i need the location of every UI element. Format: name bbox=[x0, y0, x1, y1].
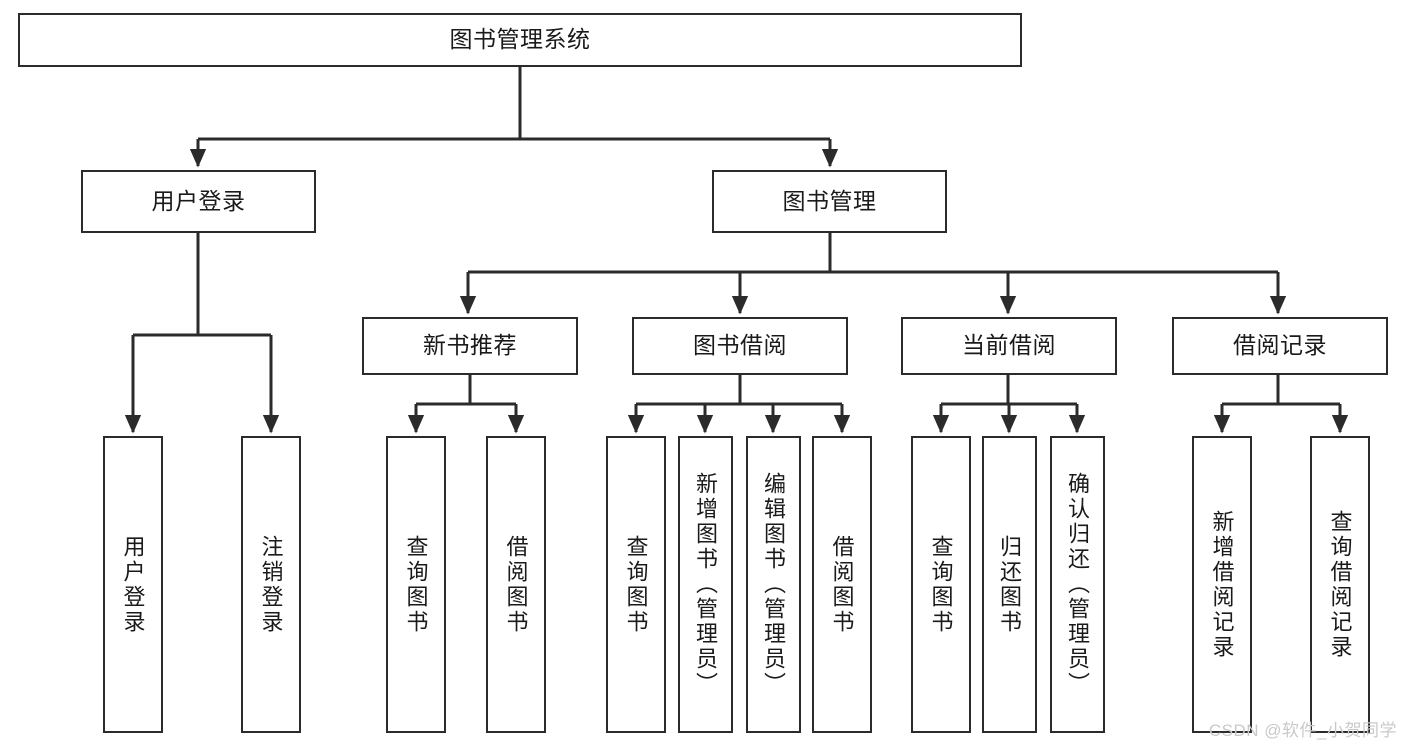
node-new-book-recommend[interactable]: 新书推荐 bbox=[362, 317, 578, 375]
node-label: 借阅图书 bbox=[503, 534, 529, 635]
leaf-new-book-query-book[interactable]: 查询图书 bbox=[386, 436, 446, 733]
node-label: 查询图书 bbox=[928, 534, 954, 635]
node-label: 借阅图书 bbox=[829, 534, 855, 635]
node-book-management[interactable]: 图书管理 bbox=[712, 170, 947, 233]
leaf-book-borrow-borrow-book[interactable]: 借阅图书 bbox=[812, 436, 872, 733]
leaf-user-login-login[interactable]: 用户登录 bbox=[103, 436, 163, 733]
node-label: 确认归还（管理员） bbox=[1065, 472, 1091, 697]
leaf-book-borrow-add-book[interactable]: 新增图书（管理员） bbox=[678, 436, 733, 733]
node-borrow-record[interactable]: 借阅记录 bbox=[1172, 317, 1388, 375]
leaf-book-borrow-query-book[interactable]: 查询图书 bbox=[606, 436, 666, 733]
leaf-current-borrow-query-book[interactable]: 查询图书 bbox=[911, 436, 971, 733]
node-label: 图书管理系统 bbox=[449, 26, 591, 53]
node-label: 借阅记录 bbox=[1233, 332, 1327, 359]
leaf-borrow-record-add-record[interactable]: 新增借阅记录 bbox=[1192, 436, 1252, 733]
leaf-user-login-logout[interactable]: 注销登录 bbox=[241, 436, 301, 733]
leaf-borrow-record-query-record[interactable]: 查询借阅记录 bbox=[1310, 436, 1370, 733]
node-label: 图书管理 bbox=[782, 187, 877, 214]
node-label: 查询图书 bbox=[403, 534, 429, 635]
leaf-current-borrow-return-book[interactable]: 归还图书 bbox=[982, 436, 1037, 733]
node-current-borrow[interactable]: 当前借阅 bbox=[901, 317, 1117, 375]
node-label: 用户登录 bbox=[151, 187, 246, 214]
node-label: 图书借阅 bbox=[693, 332, 787, 359]
leaf-current-borrow-confirm-return[interactable]: 确认归还（管理员） bbox=[1050, 436, 1105, 733]
node-label: 查询借阅记录 bbox=[1327, 509, 1353, 660]
node-label: 用户登录 bbox=[120, 534, 146, 635]
node-label: 编辑图书（管理员） bbox=[761, 472, 787, 697]
node-user-login[interactable]: 用户登录 bbox=[81, 170, 316, 233]
node-label: 新增借阅记录 bbox=[1209, 509, 1235, 660]
node-label: 注销登录 bbox=[258, 534, 284, 635]
node-label: 归还图书 bbox=[997, 534, 1023, 635]
leaf-new-book-borrow-book[interactable]: 借阅图书 bbox=[486, 436, 546, 733]
node-root-system[interactable]: 图书管理系统 bbox=[18, 13, 1022, 67]
node-label: 新书推荐 bbox=[423, 332, 517, 359]
node-label: 查询图书 bbox=[623, 534, 649, 635]
node-label: 新增图书（管理员） bbox=[693, 472, 719, 697]
node-label: 当前借阅 bbox=[962, 332, 1056, 359]
node-book-borrow[interactable]: 图书借阅 bbox=[632, 317, 848, 375]
leaf-book-borrow-edit-book[interactable]: 编辑图书（管理员） bbox=[746, 436, 801, 733]
